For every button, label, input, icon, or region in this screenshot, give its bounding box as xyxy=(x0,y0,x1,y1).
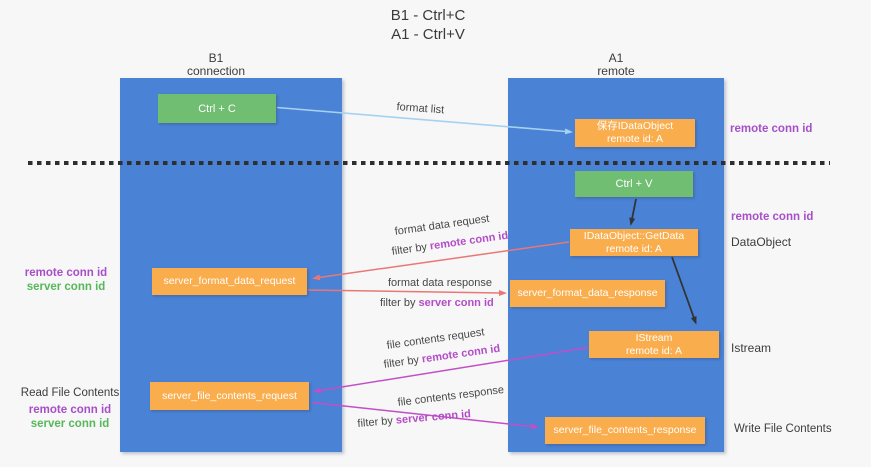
read-file-contents-block: Read File Contents remote conn id server… xyxy=(14,386,126,431)
dataobject-label: DataObject xyxy=(731,235,792,249)
legend2-remote-conn-id: remote conn id xyxy=(28,404,112,416)
server-conn-id-token: server conn id xyxy=(395,408,472,427)
clipboard-boundary-dashed-line xyxy=(28,161,830,165)
server-file-contents-request-label: server_file_contents_request xyxy=(162,389,297,402)
server-file-contents-response-box: server_file_contents_response xyxy=(545,417,705,444)
server-file-contents-response-label: server_file_contents_response xyxy=(553,424,697,436)
remote-conn-id-label-top: remote conn id xyxy=(730,123,813,135)
server-format-data-request-label: server_format_data_request xyxy=(163,275,296,287)
ctrl-v-box: Ctrl + V xyxy=(575,171,693,197)
title-line-1: B1 - Ctrl+C xyxy=(390,7,466,24)
format-data-response-label: format data response xyxy=(388,277,492,289)
getdata-line2: remote id: A xyxy=(605,242,663,255)
ctrl-c-box: Ctrl + C xyxy=(158,94,276,123)
diagram-title: B1 - Ctrl+C A1 - Ctrl+V xyxy=(328,6,528,44)
istream-line2: remote id: A xyxy=(625,344,683,357)
title-line-2: A1 - Ctrl+V xyxy=(391,26,465,43)
server-file-contents-request-box: server_file_contents_request xyxy=(150,382,309,410)
lifeline-b1-role: connection xyxy=(186,63,246,78)
server-format-data-response-label: server_format_data_response xyxy=(517,287,658,299)
save-idataobject-line1: 保存IDataObject xyxy=(596,120,674,132)
getdata-line1: IDataObject::GetData xyxy=(583,229,685,242)
filter-by-text: filter by xyxy=(380,297,416,309)
lifeline-header-b1: B1 connection xyxy=(156,52,276,77)
istream-side-label: Istream xyxy=(731,341,772,355)
filter-by-text: filter by xyxy=(357,414,394,430)
ctrl-v-label: Ctrl + V xyxy=(615,178,653,190)
remote-conn-id-token: remote conn id xyxy=(429,229,509,253)
lifeline-a1-role: remote xyxy=(597,63,635,78)
server-format-data-request-box: server_format_data_request xyxy=(152,268,307,295)
ctrl-c-label: Ctrl + C xyxy=(198,102,236,115)
write-file-contents-label: Write File Contents xyxy=(734,423,832,435)
read-file-contents-label: Read File Contents xyxy=(20,387,120,399)
legend2-server-conn-id: server conn id xyxy=(30,418,110,430)
conn-id-legend-top: remote conn id server conn id xyxy=(16,266,116,294)
lifeline-header-a1: A1 remote xyxy=(556,52,676,77)
save-idataobject-box: 保存IDataObject remote id: A xyxy=(575,119,695,147)
lifeline-b1-name: B1 xyxy=(208,51,224,65)
remote-conn-id-label-mid: remote conn id xyxy=(731,211,814,223)
legend-remote-conn-id: remote conn id xyxy=(24,267,108,279)
save-idataobject-line2: remote id: A xyxy=(606,133,664,145)
file-contents-response-label: file contents response xyxy=(397,383,505,409)
filter-by-text: filter by xyxy=(383,354,420,371)
istream-box: IStream remote id: A xyxy=(589,331,719,358)
format-list-label: format list xyxy=(396,101,445,117)
filter-by-server-file-label: filter by server conn id xyxy=(357,408,471,430)
server-format-data-response-box: server_format_data_response xyxy=(510,280,665,307)
istream-line1: IStream xyxy=(635,331,673,344)
filter-by-server-format-label: filter by server conn id xyxy=(380,297,494,309)
legend-server-conn-id: server conn id xyxy=(26,281,106,293)
filter-by-text: filter by xyxy=(391,241,428,258)
lifeline-a1-name: A1 xyxy=(608,51,624,65)
server-conn-id-token: server conn id xyxy=(418,297,494,309)
getdata-box: IDataObject::GetData remote id: A xyxy=(570,229,698,256)
remote-conn-id-token: remote conn id xyxy=(421,342,501,366)
